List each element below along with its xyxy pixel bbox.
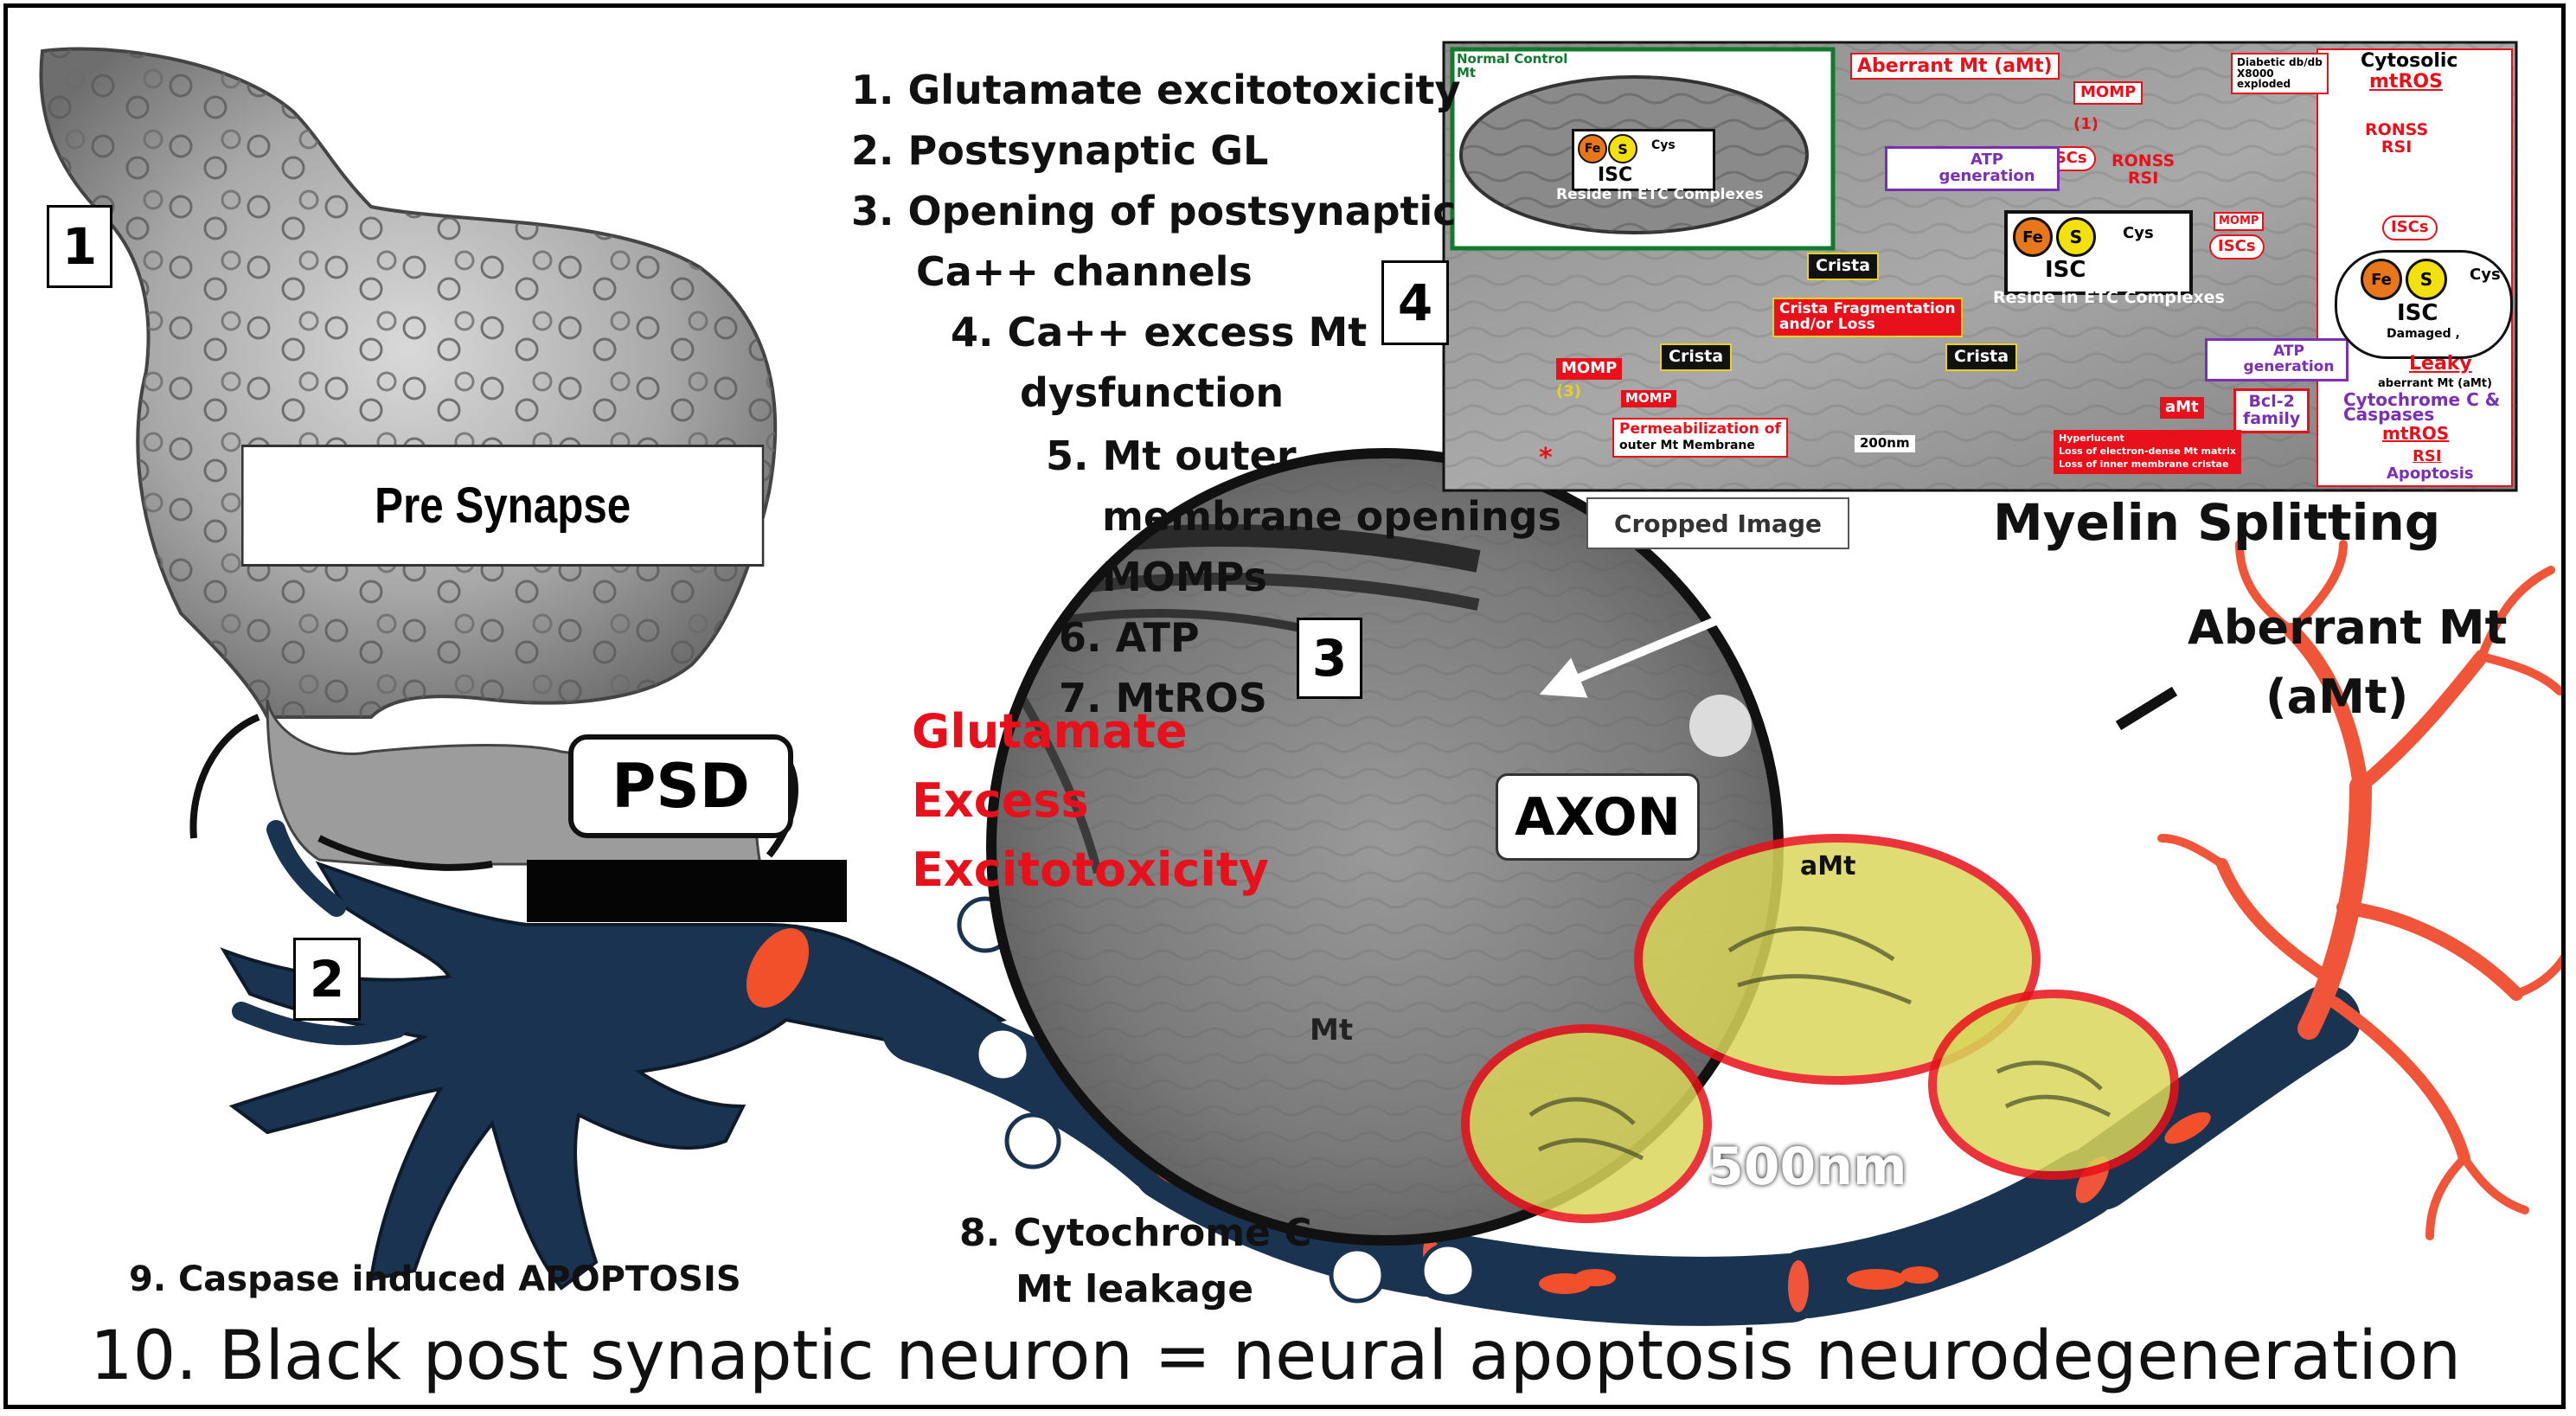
p4-atp-generation-1: ATP generation [1885, 146, 2060, 191]
p4-momp-1: MOMP [2073, 81, 2143, 105]
p4-aberrant-amt: aberrant Mt (aMt) [2378, 377, 2492, 390]
p4-cytc-caspases: Cytochrome C & Caspases [2343, 389, 2501, 425]
dendritic-tree [2157, 540, 2561, 1240]
mt-small-label: Mt [1310, 1013, 1354, 1048]
p4-cys-1: Cys [1651, 138, 1676, 152]
aberrant-mt-large [1634, 834, 2041, 1085]
glutamate-label: Glutamate [912, 704, 1188, 759]
p4-amt: aMt [2160, 397, 2204, 419]
step-4a: 4. Ca++ excess Mt [951, 309, 1368, 356]
scale-label: 500nm [1708, 1137, 1907, 1197]
p4-three: (3) [1556, 382, 1581, 400]
p4-momp-2: MOMP [2214, 212, 2265, 231]
aberrant-mt-label: Aberrant Mt [2188, 600, 2508, 655]
step-10: 10. Black post synaptic neuron = neural … [90, 1317, 2462, 1395]
p4-aberrant-mt: Aberrant Mt (aMt) [1850, 53, 2060, 80]
step-5c: MOMPs [1102, 554, 1267, 600]
p4-normal-control: Normal Control Mt [1457, 51, 1568, 80]
p4-reside-2: Reside in ETC Complexes [1993, 288, 2225, 307]
p4-reside-1: Reside in ETC Complexes [1556, 186, 1764, 203]
p4-diabetic: Diabetic db/db X8000 exploded [2231, 53, 2329, 94]
p4-hyperlucent-box: Hyperlucent Loss of electron-dense Mt ma… [2054, 430, 2241, 474]
p4-bcl2: Bcl-2 family [2233, 388, 2310, 433]
panel-number-4: 4 [1381, 260, 1449, 345]
step-5a: 5. Mt outer [1046, 432, 1297, 479]
p4-mtros-2: mtROS [2382, 423, 2450, 444]
p4-isc-1: ISC [1598, 164, 1633, 186]
excess-label: Excess [912, 773, 1089, 828]
pre-synapse-label: Pre Synapse [241, 445, 765, 567]
synaptic-cleft-bar [527, 860, 847, 922]
step-8b: Mt leakage [1016, 1267, 1254, 1311]
p4-isc-2: ISC [2045, 257, 2086, 283]
p4-s-2: S [2056, 217, 2096, 257]
cropped-image-label: Cropped Image [1586, 497, 1849, 549]
panel-4-em [1442, 41, 2518, 492]
p4-crista-fragmentation: Crista Fragmentation and/or Loss [1772, 298, 1963, 337]
p4-atp-generation-2: ATP generation [2205, 338, 2349, 381]
p4-perm-2: outer Mt Membrane [1619, 438, 1755, 452]
p4-iscs-3: ISCs [2382, 215, 2438, 240]
p4-crista-1: Crista [1807, 253, 1880, 280]
panel-number-2: 2 [293, 938, 361, 1021]
p4-one: (1) [2073, 115, 2099, 133]
p4-perm-1: Permeabilization of [1619, 420, 1781, 438]
step-5b: membrane openings [1102, 493, 1561, 540]
aberrant-mt-abbrev: (aMt) [2265, 670, 2409, 724]
p4-s-1: S [1608, 134, 1637, 163]
psd-label: PSD [568, 734, 793, 838]
p4-crista-2: Crista [1660, 343, 1733, 371]
aberrant-mt-left [1461, 1024, 1712, 1223]
p4-iscs-2: ISCs [2209, 234, 2265, 259]
p4-fe-2: Fe [2013, 217, 2053, 257]
p4-s-3: S [2406, 259, 2447, 300]
p4-momp-3: MOMP [1556, 358, 1623, 380]
step-6: 6. ATP [1059, 614, 1200, 661]
step-4b: dysfunction [1020, 369, 1285, 416]
p4-loss1: Loss of electron-dense Mt matrix [2059, 445, 2236, 457]
p4-hyper: Hyperlucent [2059, 432, 2124, 444]
p4-star: * [1539, 443, 1553, 473]
p4-leaky: Leaky [2409, 353, 2472, 375]
step-7: 7. MtROS [1059, 675, 1267, 721]
myelin-arrow [1539, 521, 1947, 698]
p4-fe-1: Fe [1578, 134, 1607, 163]
p4-cys-3: Cys [2470, 266, 2501, 284]
p4-momp-4: MOMP [1621, 390, 1676, 407]
panel-number-1: 1 [47, 205, 112, 288]
diagram-canvas [39, 41, 2561, 1326]
excitotoxicity-label: Excitotoxicity [912, 843, 1269, 897]
p4-cytosolic: Cytosolic [2361, 50, 2458, 72]
p4-rsi: RSI [2413, 447, 2442, 465]
p4-crista-3: Crista [1945, 343, 2018, 371]
panel-number-3: 3 [1297, 618, 1362, 699]
aberrant-mt-right [1928, 990, 2179, 1180]
p4-cys-2: Cys [2123, 224, 2154, 242]
p4-loss2: Loss of inner membrane cristae [2059, 458, 2229, 470]
step-2: 2. Postsynaptic GL [851, 127, 1269, 174]
p4-isc-3: ISC [2397, 300, 2438, 326]
step-9: 9. Caspase induced APOPTOSIS [129, 1259, 741, 1299]
step-1: 1. Glutamate excitotoxicity [851, 67, 1461, 113]
step-3a: 3. Opening of postsynaptic [851, 188, 1457, 234]
step-3b: Ca++ channels [916, 248, 1253, 295]
p4-damaged: Damaged , [2387, 327, 2460, 341]
p4-mtros-1: mtROS [2369, 71, 2443, 93]
p4-ronss-mid: RONSS RSI [2111, 151, 2176, 188]
figure-frame: 1 2 3 4 Pre Synapse PSD 1. Glutamate exc… [3, 3, 2566, 1409]
amt-label: aMt [1800, 851, 1856, 881]
p4-apoptosis: Apoptosis [2387, 465, 2474, 483]
myelin-splitting-label: Myelin Splitting [1993, 493, 2441, 552]
p4-ronss-right: RONSS RSI [2365, 120, 2429, 157]
step-8a: 8. Cytochrome C [959, 1211, 1312, 1255]
p4-fe-3: Fe [2361, 259, 2402, 300]
p4-scale-200nm: 200nm [1855, 435, 1915, 452]
axon-label: AXON [1496, 773, 1700, 861]
